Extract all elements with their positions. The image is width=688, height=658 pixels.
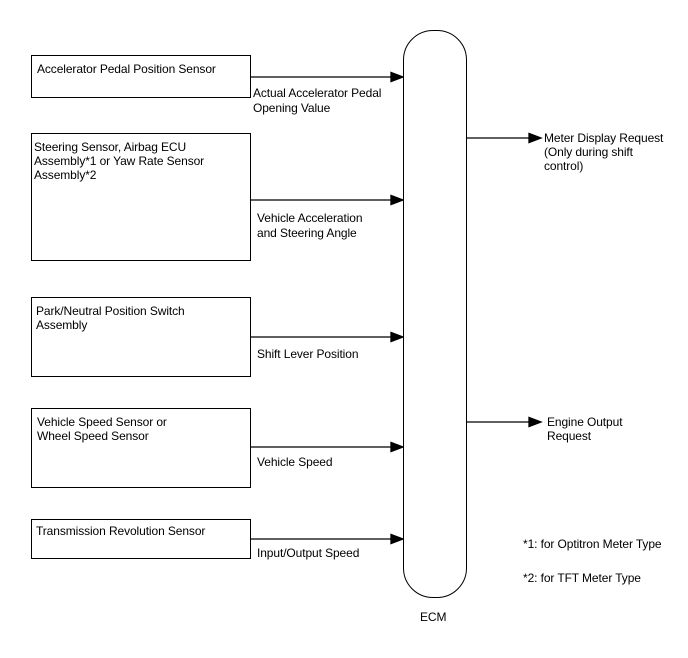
signal-label-vehicle-speed: Vehicle Speed bbox=[257, 455, 333, 469]
sensor-box-transmission-revolution: Transmission Revolution Sensor bbox=[31, 519, 251, 559]
sensor-label: Accelerator Pedal Position Sensor bbox=[37, 62, 216, 76]
sensor-label: Vehicle Speed Sensor or Wheel Speed Sens… bbox=[37, 415, 167, 443]
arrowhead-output-2 bbox=[528, 416, 543, 428]
arrowhead-input-1 bbox=[390, 71, 405, 83]
sensor-label: Park/Neutral Position Switch Assembly bbox=[36, 304, 185, 332]
footnote-1: *1: for Optitron Meter Type bbox=[523, 537, 662, 551]
arrowhead-output-1 bbox=[528, 132, 543, 144]
arrowhead-input-4 bbox=[390, 441, 405, 453]
sensor-label: Transmission Revolution Sensor bbox=[36, 524, 206, 538]
arrowhead-input-2 bbox=[390, 194, 405, 206]
signal-label-accelerator-opening: Actual Accelerator Pedal Opening Value bbox=[253, 86, 382, 115]
sensor-box-steering-airbag-yaw: Steering Sensor, Airbag ECU Assembly*1 o… bbox=[31, 133, 251, 261]
ecm-label: ECM bbox=[420, 610, 447, 624]
output-label-engine-output-request: Engine Output Request bbox=[547, 415, 623, 443]
signal-label-input-output-speed: Input/Output Speed bbox=[257, 546, 360, 560]
sensor-box-accelerator-pedal: Accelerator Pedal Position Sensor bbox=[31, 55, 251, 98]
output-label-meter-display-request: Meter Display Request (Only during shift… bbox=[544, 131, 664, 173]
ecm-block bbox=[403, 30, 467, 598]
sensor-box-vehicle-speed: Vehicle Speed Sensor or Wheel Speed Sens… bbox=[31, 408, 251, 488]
signal-label-acceleration-steering: Vehicle Acceleration and Steering Angle bbox=[257, 211, 363, 240]
sensor-box-park-neutral-switch: Park/Neutral Position Switch Assembly bbox=[31, 297, 251, 377]
sensor-label: Steering Sensor, Airbag ECU Assembly*1 o… bbox=[34, 140, 205, 182]
arrowhead-input-3 bbox=[390, 331, 405, 343]
arrowhead-input-5 bbox=[390, 533, 405, 545]
signal-label-shift-lever: Shift Lever Position bbox=[257, 347, 359, 361]
footnote-2: *2: for TFT Meter Type bbox=[523, 571, 641, 585]
